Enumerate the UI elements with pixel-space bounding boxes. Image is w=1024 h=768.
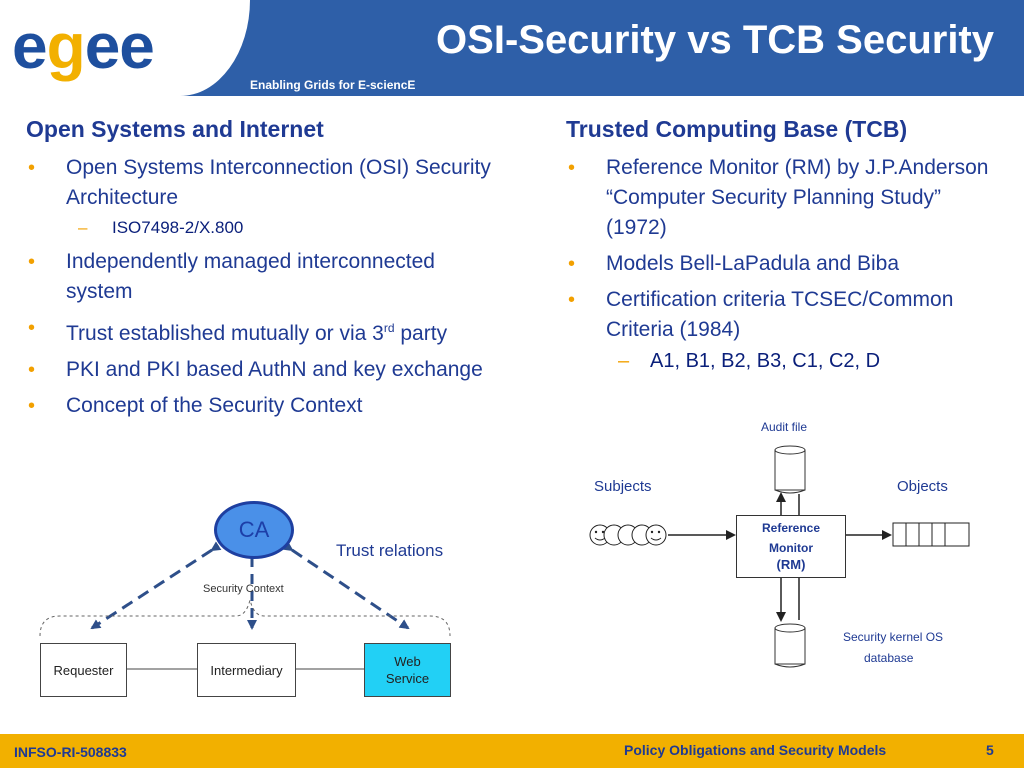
bullet-icon: • [28, 317, 36, 339]
left-column: Open Systems and Internet •Open Systems … [26, 116, 496, 427]
requester-box: Requester [40, 643, 127, 697]
left-heading: Open Systems and Internet [26, 116, 324, 142]
header-bar: egee OSI-Security vs TCB Security Enabli… [0, 0, 1024, 96]
egee-logo: egee [12, 10, 155, 82]
security-context-brace [39, 599, 451, 637]
bullet-icon: • [568, 289, 576, 311]
list-item: •Independently managed interconnected sy… [26, 247, 496, 307]
subjects-label: Subjects [594, 478, 652, 495]
ca-node: CA [214, 501, 294, 559]
trust-arrow-requester [90, 541, 222, 630]
audit-file-cylinder [774, 445, 806, 494]
objects-pages [892, 522, 970, 547]
logo-panel: egee [0, 0, 250, 96]
list-item: •Models Bell-LaPadula and Biba [566, 249, 1006, 279]
kernel-database-cylinder [774, 623, 806, 668]
list-item: –A1, B1, B2, B3, C1, C2, D [606, 347, 1006, 375]
kernel-label-line1: Security kernel OS [843, 630, 944, 644]
bullet-icon: • [28, 359, 36, 381]
list-item: •Concept of the Security Context [26, 391, 496, 421]
list-item: •Open Systems Interconnection (OSI) Secu… [26, 153, 496, 241]
list-item: •Trust established mutually or via 3rd p… [26, 313, 496, 349]
subjects-faces [589, 524, 667, 546]
bullet-icon: • [28, 251, 36, 273]
list-item: •PKI and PKI based AuthN and key exchang… [26, 355, 496, 385]
left-bullet-list: •Open Systems Interconnection (OSI) Secu… [26, 153, 496, 421]
trust-arrow-webservice [282, 541, 410, 630]
objects-label: Objects [897, 478, 948, 495]
bullet-icon: • [568, 157, 576, 179]
intermediary-box: Intermediary [197, 643, 296, 697]
bullet-icon: • [568, 253, 576, 275]
bullet-icon: • [28, 157, 36, 179]
list-item: •Reference Monitor (RM) by J.P.Anderson … [566, 153, 1006, 243]
right-bullet-list: •Reference Monitor (RM) by J.P.Anderson … [566, 153, 1006, 375]
tagline: Enabling Grids for E-sciencE [250, 78, 416, 92]
right-column: Trusted Computing Base (TCB) •Reference … [566, 116, 1006, 381]
footer-bar: INFSO-RI-508833 Policy Obligations and S… [0, 734, 1024, 768]
right-heading: Trusted Computing Base (TCB) [566, 116, 908, 142]
list-item: •Certification criteria TCSEC/Common Cri… [566, 285, 1006, 375]
bullet-icon: • [28, 395, 36, 417]
reference-monitor-box: Reference Monitor (RM) [736, 515, 846, 578]
dash-icon: – [618, 350, 630, 372]
page-number: 5 [986, 742, 994, 758]
trust-relations-label: Trust relations [336, 541, 444, 560]
list-item: –ISO7498-2/X.800 [66, 215, 496, 241]
project-id: INFSO-RI-508833 [14, 744, 127, 760]
audit-file-label: Audit file [761, 420, 808, 434]
security-context-label: Security Context [203, 583, 284, 595]
kernel-label-line2: database [864, 651, 914, 665]
talk-title: Policy Obligations and Security Models [624, 742, 887, 758]
slide-title: OSI-Security vs TCB Security [436, 18, 994, 62]
dash-icon: – [78, 218, 88, 237]
